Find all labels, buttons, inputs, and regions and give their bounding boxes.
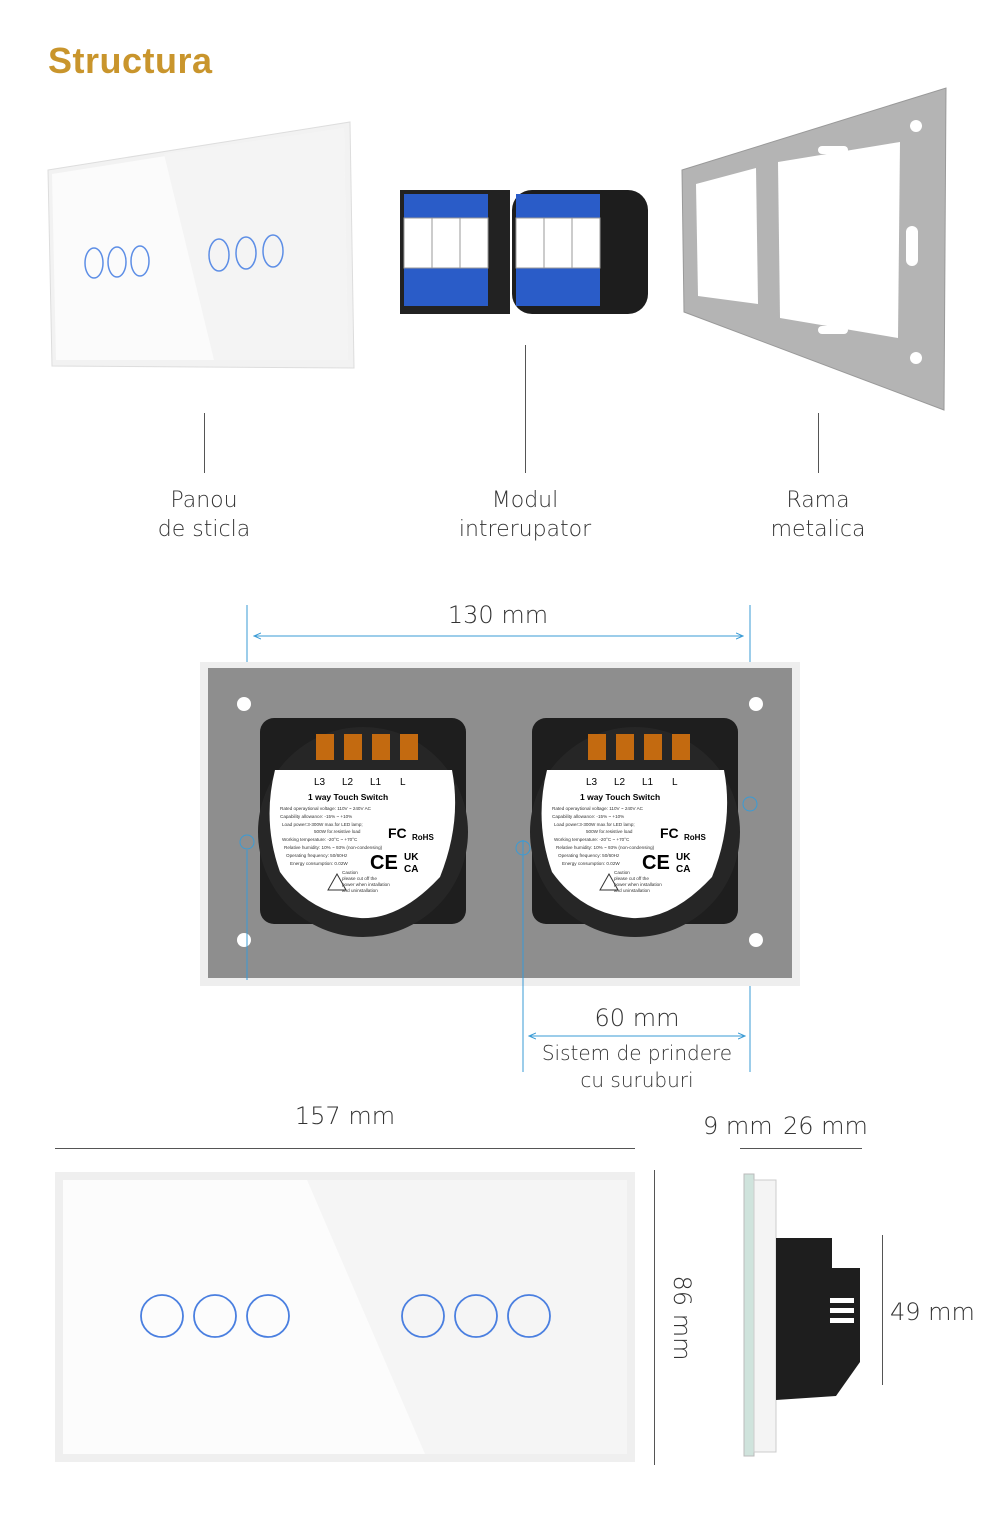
touch-button <box>246 1294 290 1338</box>
touch-button <box>193 1294 237 1338</box>
width-line <box>55 1148 635 1149</box>
spec-text: Energy consumption: 0.02W <box>290 861 348 866</box>
terminal-l1: L1 <box>642 777 654 788</box>
module-height-line <box>882 1235 883 1385</box>
module-back-2: L3 L2 L1 L 1 way Touch Switch Rated oper… <box>530 718 740 937</box>
label-line: intrerupator <box>458 517 592 542</box>
terminal-l: L <box>672 777 678 788</box>
caution-text: please cut off the <box>614 876 649 881</box>
caution-text: Caution <box>342 870 358 875</box>
touch-button <box>140 1294 184 1338</box>
terminal-l1: L1 <box>370 777 382 788</box>
spec-text: Working temperature: -20°C ~ +70°C <box>282 837 358 842</box>
label-line: Panou <box>170 488 238 513</box>
spec-text: Load power:3-300W max.for LED lamp; <box>282 822 363 827</box>
caution-text: and uninstallation <box>614 888 650 893</box>
front-panel-image <box>55 1172 635 1462</box>
spec-text: Rated operaytional voltage: 110V ~ 240V … <box>280 806 372 811</box>
height-line <box>654 1170 655 1465</box>
rohs-mark: RoHS <box>412 833 434 842</box>
ukca-mark: CA <box>676 864 690 875</box>
caution-text: power when installation <box>342 882 390 887</box>
page-title: Structura <box>48 40 213 81</box>
glass-panel-image <box>47 121 355 369</box>
spec-text: Capability allowance: -15% ~ +10% <box>552 814 624 819</box>
label-line: metalica <box>770 517 866 542</box>
warning-icon <box>599 872 619 891</box>
label-metal-frame: Rama metalica <box>718 486 918 544</box>
label-switch-module: Modul intrerupator <box>425 486 625 544</box>
depth-line <box>740 1148 862 1149</box>
screw-caption: Sistem de prindere cu suruburi <box>517 1040 757 1094</box>
fc-mark: FC <box>660 825 679 841</box>
terminal-l: L <box>400 777 406 788</box>
fc-mark: FC <box>388 825 407 841</box>
module-name: 1 way Touch Switch <box>580 792 660 802</box>
metal-frame-image <box>681 87 947 411</box>
ukca-mark: UK <box>676 852 691 863</box>
spec-text: Load power:3-300W max.for LED lamp; <box>554 822 635 827</box>
spec-text: Working temperature: -20°C ~ +70°C <box>554 837 630 842</box>
caution-text: Caution <box>614 870 630 875</box>
rohs-mark: RoHS <box>684 833 706 842</box>
spec-text: Relative humidity: 10% ~ 93% (non-conden… <box>556 845 655 850</box>
module-back-1: L3 L2 L1 L 1 way Touch Switch Rated oper… <box>258 718 468 937</box>
module-2 <box>512 190 648 314</box>
label-line: Modul <box>491 488 559 513</box>
module-1 <box>400 190 510 314</box>
label-line: de sticla <box>157 517 251 542</box>
touch-buttons <box>140 1294 551 1338</box>
ukca-mark: CA <box>404 864 418 875</box>
ukca-mark: UK <box>404 852 419 863</box>
touch-button <box>401 1294 445 1338</box>
spec-text: Capability allowance: -15% ~ +10% <box>280 814 352 819</box>
terminal-l2: L2 <box>614 777 626 788</box>
touch-button <box>454 1294 498 1338</box>
dim-157mm: 157 mm <box>294 1102 396 1130</box>
dim-49mm: 49 mm <box>890 1298 975 1326</box>
back-view-image: L3 L2 L1 L 1 way Touch Switch Rated oper… <box>200 662 800 986</box>
module-name: 1 way Touch Switch <box>308 792 388 802</box>
terminal-l3: L3 <box>314 777 326 788</box>
switch-modules-image <box>400 190 648 314</box>
dim-86mm: 86 mm <box>668 1275 696 1361</box>
side-view-image <box>743 1173 860 1457</box>
caption-line: Sistem de prindere <box>541 1041 733 1065</box>
caution-text: power when installation <box>614 882 662 887</box>
spec-text: Energy consumption: 0.02W <box>562 861 620 866</box>
spec-text: Operating frequency: 50/60Hz <box>558 853 620 858</box>
terminal-l2: L2 <box>342 777 354 788</box>
dim-26mm: 26 mm <box>783 1112 868 1140</box>
spec-text: Operating frequency: 50/60Hz <box>286 853 348 858</box>
leader-line-module <box>525 345 526 473</box>
ce-mark: CE <box>642 852 670 874</box>
caption-line: cu suruburi <box>580 1068 694 1092</box>
caution-text: please cut off the <box>342 876 377 881</box>
spec-text: Rated operaytional voltage: 110V ~ 240V … <box>552 806 644 811</box>
label-glass-panel: Panou de sticla <box>104 486 304 544</box>
touch-button <box>507 1294 551 1338</box>
caution-text: and uninstallation <box>342 888 378 893</box>
leader-line-panel <box>204 413 205 473</box>
spec-text: 500W for.resistive load <box>586 829 633 834</box>
spec-text: 500W for.resistive load <box>314 829 361 834</box>
warning-icon <box>327 872 347 891</box>
spec-text: Relative humidity: 10% ~ 93% (non-conden… <box>284 845 383 850</box>
dim-130mm: 130 mm <box>447 601 549 629</box>
dim-9mm: 9 mm <box>703 1112 773 1140</box>
ce-mark: CE <box>370 852 398 874</box>
label-line: Rama <box>786 488 850 513</box>
leader-line-frame <box>818 413 819 473</box>
terminal-l3: L3 <box>586 777 598 788</box>
dim-60mm: 60 mm <box>594 1004 680 1032</box>
